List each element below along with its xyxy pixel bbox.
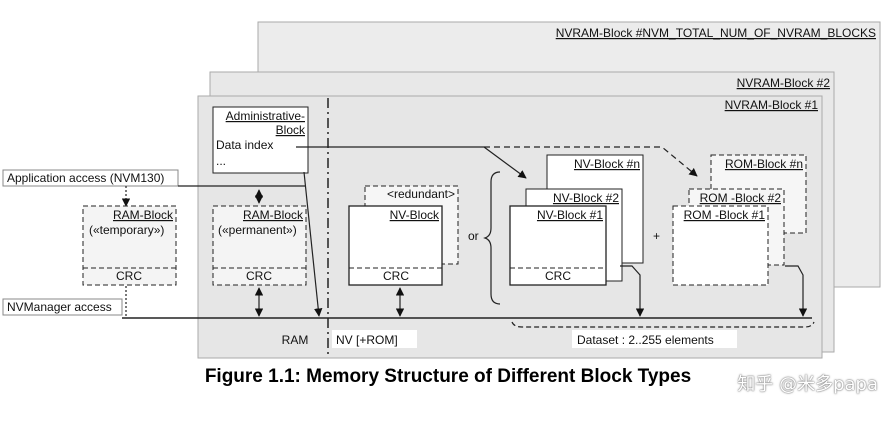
rom-block-stack: ROM-Block #n ROM -Block #2 ROM -Block #1	[672, 154, 807, 286]
svg-text:(«temporary»): («temporary»)	[89, 223, 164, 237]
svg-text:Data index: Data index	[216, 138, 273, 152]
connectors	[296, 146, 815, 328]
figure-caption: Figure 1.1: Memory Structure of Differen…	[204, 366, 692, 387]
svg-text:NVRAM-Block #2: NVRAM-Block #2	[737, 76, 831, 90]
svg-text:...: ...	[216, 154, 226, 168]
administrative-block: Administrative- Block Data index ...	[212, 106, 309, 174]
svg-text:CRC: CRC	[545, 269, 571, 283]
svg-text:ROM -Block #1: ROM -Block #1	[684, 208, 766, 222]
svg-text:CRC: CRC	[116, 269, 142, 283]
svg-text:RAM-Block: RAM-Block	[243, 208, 304, 222]
svg-text:NV-Block: NV-Block	[390, 208, 440, 222]
svg-text:NVRAM-Block #1: NVRAM-Block #1	[725, 98, 819, 112]
nv-block-single: <redundant> NV-Block CRC	[348, 185, 459, 317]
svg-text:NV [+ROM]: NV [+ROM]	[336, 333, 398, 347]
svg-text:CRC: CRC	[246, 269, 272, 283]
svg-text:CRC: CRC	[383, 269, 409, 283]
ram-block-temporary: RAM-Block («temporary») CRC	[82, 205, 177, 286]
svg-text:NV-Block #1: NV-Block #1	[537, 208, 603, 222]
brace	[483, 171, 501, 305]
nv-block-stack: NV-Block #n NV-Block #2 NV-Block #1 CRC	[509, 154, 644, 286]
svg-text:Application access (NVM130): Application access (NVM130)	[7, 171, 164, 185]
svg-text:<redundant>: <redundant>	[387, 187, 455, 201]
svg-text:ROM-Block #n: ROM-Block #n	[725, 157, 803, 171]
svg-text:NV-Block #n: NV-Block #n	[574, 157, 640, 171]
application-access: Application access (NVM130)	[2, 169, 305, 207]
svg-text:(«permanent»): («permanent»)	[218, 223, 297, 237]
svg-text:Dataset : 2..255 elements: Dataset : 2..255 elements	[577, 333, 714, 347]
or-label: or	[468, 229, 479, 243]
ram-block-permanent: RAM-Block («permanent») CRC	[212, 205, 307, 317]
svg-text:RAM-Block: RAM-Block	[113, 208, 174, 222]
svg-text:Block: Block	[276, 123, 306, 137]
svg-text:NVManager access: NVManager access	[7, 300, 112, 314]
nvmanager-access: NVManager access	[2, 269, 812, 319]
svg-text:ROM -Block #2: ROM -Block #2	[700, 191, 782, 205]
svg-text:RAM: RAM	[282, 333, 309, 347]
bottom-labels: RAM NV [+ROM] Dataset : 2..255 elements	[282, 330, 737, 348]
svg-text:NV-Block #2: NV-Block #2	[553, 191, 619, 205]
svg-text:Administrative-: Administrative-	[226, 109, 305, 123]
watermark: 知乎 @米多papa	[737, 374, 878, 395]
svg-text:NVRAM-Block #NVM_TOTAL_NUM_OF_: NVRAM-Block #NVM_TOTAL_NUM_OF_NVRAM_BLOC…	[556, 26, 876, 40]
plus-label: +	[653, 229, 660, 243]
